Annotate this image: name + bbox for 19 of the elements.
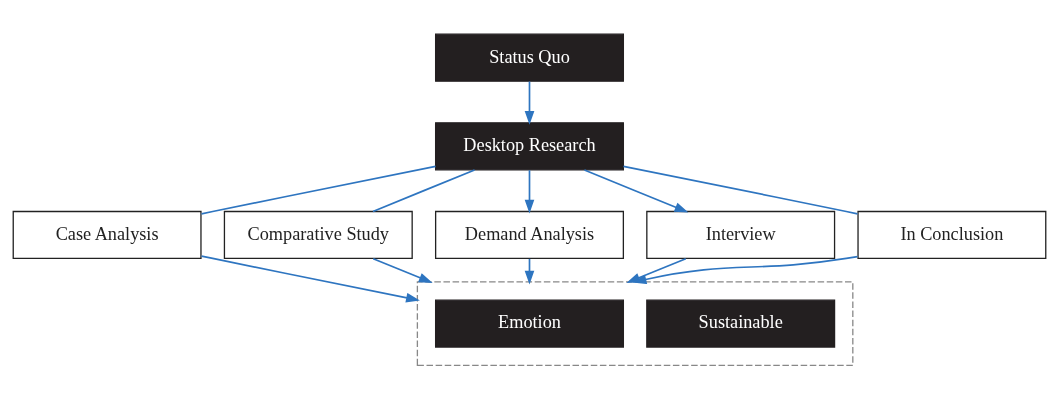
connector [200, 165, 437, 215]
cluster [416, 281, 854, 366]
connector [622, 165, 859, 215]
arrow [372, 257, 433, 283]
node-box: Interview [646, 210, 836, 260]
node-box: Status Quo [435, 33, 624, 82]
node-box: Sustainable [646, 299, 836, 348]
connector [372, 169, 476, 213]
node-box: In Conclusion [857, 210, 1047, 260]
arrow [583, 169, 689, 213]
node-box: Case Analysis [12, 210, 202, 260]
node-box: Emotion [435, 299, 624, 348]
arrow [632, 255, 859, 285]
arrow [524, 80, 535, 125]
arrow [524, 169, 535, 214]
arrow [200, 255, 420, 303]
node-box: Comparative Study [223, 210, 413, 260]
node-box: Demand Analysis [435, 210, 624, 260]
node-box: Desktop Research [435, 122, 624, 171]
